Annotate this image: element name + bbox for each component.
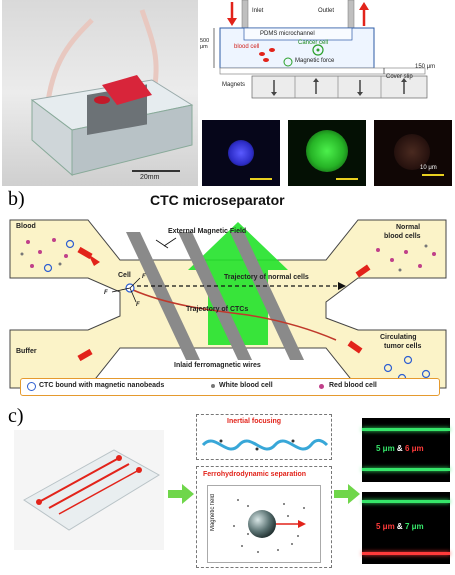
result-bottom-amp: &: [396, 522, 403, 531]
normal-blood-cells-label-2: blood cells: [384, 233, 421, 240]
blood-label: Blood: [16, 223, 36, 230]
panel-b-label: b): [8, 188, 25, 210]
panel-c-label: c): [8, 405, 24, 427]
outlet-label: Outlet: [318, 8, 335, 14]
result-bottom: 5 μm & 7 μm: [362, 492, 450, 564]
cell-label: Cell: [118, 272, 131, 279]
height-500-label: 500 μm: [200, 38, 210, 50]
green-cell: [306, 130, 348, 172]
ferro-separation-label: Ferrohydrodynamic separation: [203, 471, 307, 478]
ferro-inner: Magnetic field: [207, 485, 321, 563]
force-label-3: F: [136, 302, 140, 308]
blue-cell: [228, 140, 254, 166]
dark-cell: [394, 134, 430, 170]
normal-blood-cells-label-1: Normal: [396, 224, 421, 231]
channel-label: PDMS microchannel: [260, 31, 315, 37]
result-top: 5 μm & 6 μm: [362, 418, 450, 482]
micrograph-blue: [202, 120, 280, 186]
chip-illustration: [23, 449, 160, 531]
photo-scale-label: 20mm: [140, 174, 160, 181]
photo-scale-bar: [132, 170, 180, 172]
wbc-legend-icon: [211, 384, 215, 388]
result-bottom-a: 5 μm: [376, 522, 395, 531]
height-150-label: 150 μm: [415, 64, 436, 70]
chip-photo: [14, 430, 164, 550]
rbc-legend-label: Red blood cell: [329, 382, 377, 389]
force-label-1: F: [104, 290, 108, 296]
external-field-label: External Magnetic Field: [168, 228, 247, 235]
magnets-label: Magnets: [222, 82, 246, 88]
channel-schematic: Inlet Outlet PDMS microchannel Cancer ce…: [200, 0, 455, 118]
buffer-label: Buffer: [16, 348, 37, 355]
blood-cells-left: [20, 238, 75, 273]
ctc-legend-label: CTC bound with magnetic nanobeads: [39, 382, 165, 389]
inlet-label: Inlet: [252, 8, 264, 14]
magnetic-field-label: Magnetic field: [210, 494, 216, 532]
device-illustration: [30, 9, 194, 177]
result-bottom-text: 5 μm & 7 μm: [376, 522, 424, 531]
result-bottom-line-1: [362, 500, 450, 503]
result-bottom-line-2: [362, 552, 450, 555]
magnetic-force-label: Magnetic force: [295, 58, 335, 64]
ferro-separation-box: Ferrohydrodynamic separation Magnetic fi…: [196, 466, 332, 568]
normal-cells-right: [376, 244, 436, 272]
blue-scale-bar: [250, 178, 272, 180]
result-top-a: 5 μm: [376, 444, 395, 453]
circulating-tumor-label-1: Circulating: [380, 334, 417, 341]
cover-slip-label: Cover slip: [386, 74, 413, 80]
result-top-text: 5 μm & 6 μm: [376, 444, 424, 453]
result-top-b: 6 μm: [404, 444, 424, 453]
rbc-legend-icon: [319, 384, 324, 389]
wires-label: Inlaid ferromagnetic wires: [174, 362, 261, 369]
trajectory-ctc-label: Trajectory of CTCs: [186, 306, 249, 313]
flow-arrow-2: [334, 484, 360, 504]
trajectory-normal-label: Trajectory of normal cells: [224, 274, 309, 281]
micro-scale-label: 10 μm: [420, 165, 437, 171]
panel-b-legend: CTC bound with magnetic nanobeads White …: [20, 378, 440, 396]
blood-cell-label: blood cell: [234, 44, 260, 50]
result-top-amp: &: [396, 444, 403, 453]
microseparator-svg: [9, 219, 447, 389]
micrograph-green: [288, 120, 366, 186]
flow-arrow-1: [168, 484, 194, 504]
dark-scale-bar: [422, 174, 444, 176]
microseparator-diagram: Blood Buffer Cell F F F External Magneti…: [8, 210, 448, 400]
micrograph-dark: 10 μm: [374, 120, 452, 186]
green-scale-bar: [336, 178, 358, 180]
cancer-cell-label: Cancer cell: [298, 40, 329, 46]
result-top-line-2: [362, 468, 450, 471]
channel-schematic-svg: [213, 0, 428, 99]
device-photo: 20mm: [2, 0, 198, 186]
inertial-wave: [201, 438, 329, 451]
force-label-2: F: [142, 274, 146, 280]
ctc-title: CTC microseparator: [150, 192, 285, 208]
ctc-legend-icon: [27, 382, 36, 391]
inertial-focusing-box: Inertial focusing: [196, 414, 332, 460]
result-top-line-1: [362, 428, 450, 431]
ferro-particle: [233, 499, 306, 553]
wbc-legend-label: White blood cell: [219, 382, 273, 389]
result-bottom-b: 7 μm: [404, 522, 424, 531]
circulating-tumor-label-2: tumor cells: [384, 343, 422, 350]
inertial-focusing-label: Inertial focusing: [227, 418, 282, 425]
